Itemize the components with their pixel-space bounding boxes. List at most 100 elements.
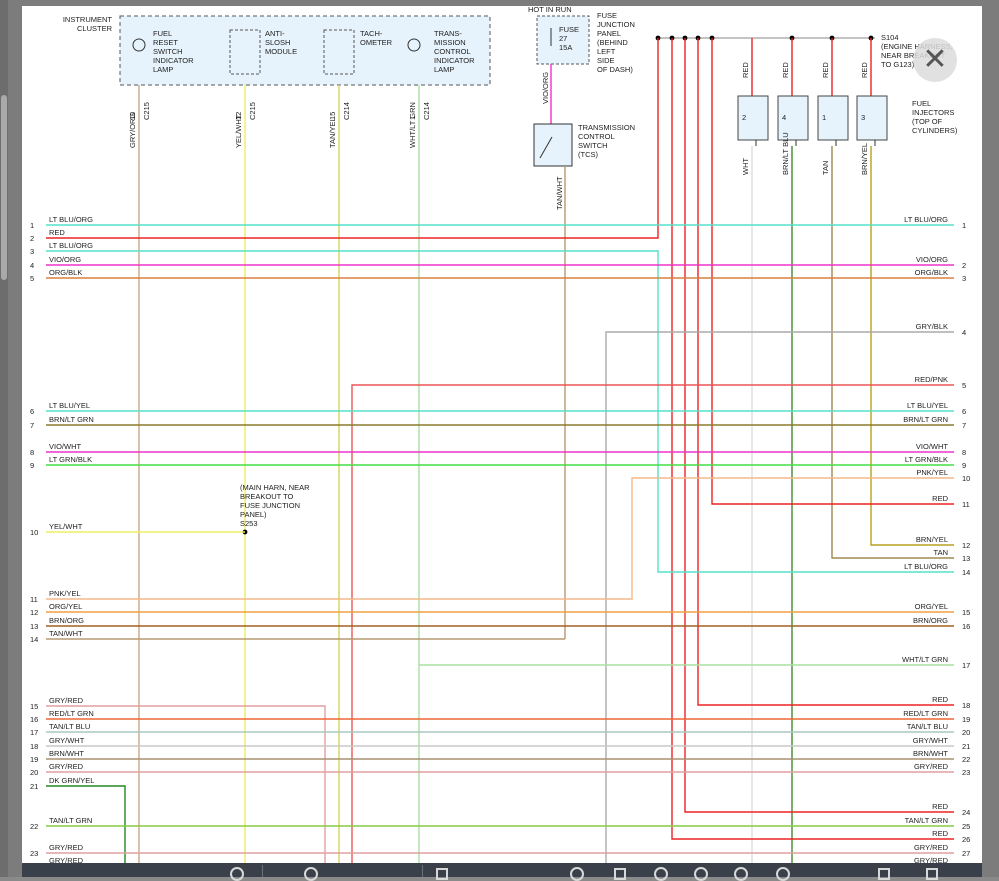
right-row-label: BRN/YEL [916, 535, 948, 544]
left-row-number: 11 [30, 595, 38, 604]
cluster-pin-num: 10 [128, 112, 137, 120]
fuel-reset-label: LAMP [153, 65, 173, 74]
right-row-number: 24 [962, 808, 970, 817]
injector-top-label: RED [821, 62, 830, 78]
cluster-connector: C215 [142, 102, 151, 120]
right-row-number: 17 [962, 661, 970, 670]
injector-number: 1 [822, 113, 826, 122]
right-row-number: 8 [962, 448, 966, 457]
red-drop-24 [684, 38, 954, 813]
search-icon[interactable] [654, 867, 668, 881]
left-row-number: 20 [30, 768, 38, 777]
cluster-connector: C214 [342, 102, 351, 120]
trans-lamp-label: LAMP [434, 65, 454, 74]
fuse-panel-label: PANEL [597, 29, 621, 38]
right-row-number: 10 [962, 474, 970, 483]
right-row-label: GRY/RED [914, 762, 949, 771]
inj1-tan [831, 146, 954, 559]
grid-icon[interactable] [436, 868, 448, 880]
anti-slosh-box [229, 29, 261, 75]
left-row-number: 3 [30, 247, 34, 256]
injector-box-1 [777, 95, 809, 141]
fuse-label: FUSE [559, 25, 579, 34]
injectors-label: (TOP OF [912, 117, 943, 126]
scrollbar[interactable] [0, 0, 8, 877]
right-row-label: BRN/WHT [913, 749, 948, 758]
fuel-lamp-symbol [132, 38, 146, 52]
page-icon[interactable] [614, 868, 626, 880]
close-button[interactable]: ✕ [913, 38, 957, 82]
right-row-label: RED [932, 802, 948, 811]
right-row-number: 7 [962, 421, 966, 430]
injector-number: 3 [861, 113, 865, 122]
sound-icon[interactable] [734, 867, 748, 881]
injector-bottom-label: BRN/YEL [860, 143, 869, 175]
right-row-label: TAN [934, 548, 948, 557]
right-row-label: RED [932, 829, 948, 838]
fuse-panel-label: LEFT [597, 47, 616, 56]
anti-slosh-label: MODULE [265, 47, 297, 56]
cluster-connector: C215 [248, 102, 257, 120]
left-row-number: 15 [30, 702, 38, 711]
injector-box-2 [817, 95, 849, 141]
zoom-in-icon[interactable] [230, 867, 244, 881]
cluster-pin-num: 1 [408, 116, 417, 120]
viewer-toolbar [22, 863, 982, 881]
right-row-number: 22 [962, 755, 970, 764]
s253-label: BREAKOUT TO [240, 492, 294, 501]
left-row-number: 1 [30, 221, 34, 230]
right-row-number: 6 [962, 407, 966, 416]
left-row-label: GRY/RED [49, 762, 84, 771]
left-row-label: RED [49, 228, 65, 237]
cluster-wire-label: YEL/WHT [234, 114, 243, 148]
rotate-icon[interactable] [570, 867, 584, 881]
zoom-out-icon[interactable] [694, 867, 708, 881]
tcs-label: TRANSMISSION [578, 123, 635, 132]
tachometer-label: OMETER [360, 38, 393, 47]
share-icon[interactable] [776, 867, 790, 881]
trans-lamp-label: TRANS- [434, 29, 462, 38]
anti-slosh-label: ANTI- [265, 29, 285, 38]
injector-top-label: RED [781, 62, 790, 78]
left-row-number: 8 [30, 448, 34, 457]
right-row-number: 1 [962, 221, 966, 230]
left-row-label: ORG/BLK [49, 268, 82, 277]
fuse-panel-label: FUSE [597, 11, 617, 20]
pnk-yel-10-11 [46, 477, 954, 600]
right-row-label: LT BLU/YEL [907, 401, 948, 410]
right-row-label: ORG/YEL [915, 602, 948, 611]
download-icon[interactable] [878, 868, 890, 880]
tcs-label: SWITCH [578, 141, 608, 150]
fuel-reset-label: INDICATOR [153, 56, 194, 65]
left-row-number: 13 [30, 622, 38, 631]
fuse-box [536, 15, 590, 65]
cluster-label: INSTRUMENT [63, 15, 113, 24]
left-row-label: GRY/RED [49, 856, 84, 865]
s253-label: (MAIN HARN, NEAR [240, 483, 310, 492]
pin-icon[interactable] [304, 867, 318, 881]
fuel-reset-label: SWITCH [153, 47, 183, 56]
left-row-label: LT BLU/ORG [49, 215, 93, 224]
right-row-number: 9 [962, 461, 966, 470]
left-row-number: 10 [30, 528, 38, 537]
injector-bottom-label: TAN [821, 161, 830, 175]
fuse-panel-label: JUNCTION [597, 20, 635, 29]
left-row-number: 7 [30, 421, 34, 430]
s253-label: FUSE JUNCTION [240, 501, 300, 510]
close-icon: ✕ [922, 42, 948, 77]
s104-label: TO G123) [881, 60, 915, 69]
scroll-thumb[interactable] [1, 95, 7, 280]
fuse-panel-label: SIDE [597, 56, 615, 65]
right-row-label: GRY/RED [914, 856, 949, 865]
right-row-number: 19 [962, 715, 970, 724]
red-row-2 [46, 38, 659, 239]
trans-lamp-label: INDICATOR [434, 56, 475, 65]
left-row-label: YEL/WHT [49, 522, 83, 531]
injector-number: 4 [782, 113, 786, 122]
fullscreen-icon[interactable] [926, 868, 938, 880]
fuse-label: 27 [559, 34, 567, 43]
cluster-wire-label: GRY/ORG [128, 113, 137, 148]
left-row-number: 17 [30, 728, 38, 737]
left-row-label: PNK/YEL [49, 589, 81, 598]
red-pnk-5 [351, 384, 954, 871]
